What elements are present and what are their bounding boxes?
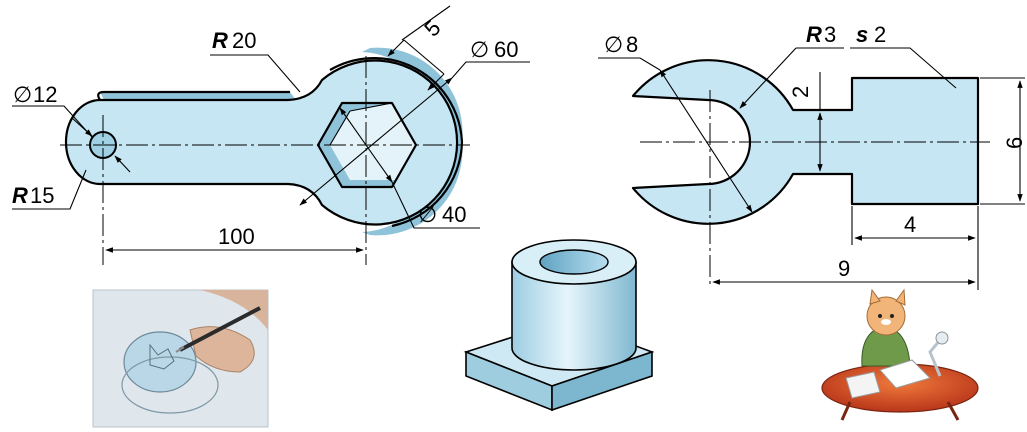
dim-plate-thickness: 2 [874, 22, 886, 47]
dim-jaw-diameter: 8 [626, 32, 638, 57]
dim-outer-diameter: 60 [494, 37, 518, 62]
dim-fillet-radius-prefix: R [212, 28, 228, 53]
dim-hex-symbol: ∅ [418, 202, 437, 227]
wrench-drawing: 100 ∅ 12 R 15 R 20 5 ∅ 60 ∅ 40 [12, 5, 530, 265]
dim-total-length: 9 [838, 256, 850, 281]
dim-end-radius-prefix: R [12, 183, 28, 208]
dim-thickness-prefix: s [856, 22, 868, 47]
dim-jaw-symbol: ∅ [604, 32, 623, 57]
dim-plate-width: 4 [904, 212, 916, 237]
dim-fillet-radius: 20 [232, 28, 256, 53]
dim-inner-radius: 3 [824, 22, 836, 47]
isometric-bushing-on-square-base [463, 239, 655, 412]
dim-plate-height: 6 [1002, 137, 1027, 149]
dim-hex-diameter: 40 [442, 202, 466, 227]
key-plate-drawing: 6 4 9 2 ∅ 8 R 3 s 2 [598, 22, 1027, 290]
dim-inner-radius-prefix: R [806, 22, 822, 47]
dim-length-100: 100 [218, 224, 255, 249]
dim-end-radius: 15 [30, 183, 54, 208]
dim-outer-symbol: ∅ [470, 37, 489, 62]
dim-neck-width: 2 [788, 86, 813, 98]
dim-hole-diameter: 12 [33, 82, 57, 107]
dim-hole-symbol: ∅ [13, 82, 32, 107]
hand-drawing-photo [92, 289, 269, 428]
cat-mascot-at-drawing-table [821, 288, 979, 421]
